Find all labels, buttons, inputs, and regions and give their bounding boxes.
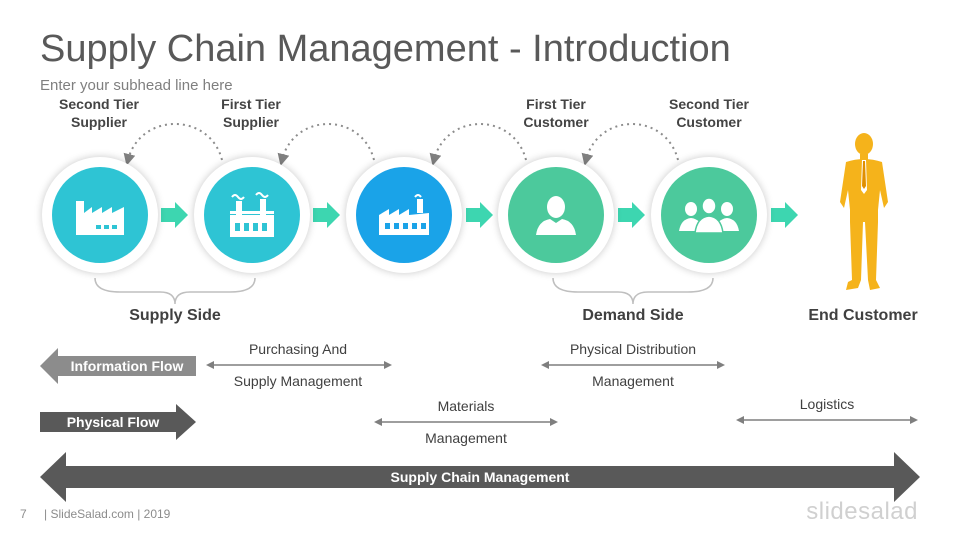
forward-arrow-2 [313,202,340,228]
materials-label-line2: Management [425,430,507,446]
demand-side-label: Demand Side [582,307,684,324]
person-icon [536,196,576,235]
node-first-tier-customer-disc [508,167,604,263]
supply-side-label: Supply Side [129,307,221,324]
physical-flow-arrow [40,404,196,440]
brand-logo: slidesalad [806,498,918,525]
distribution-label-line2: Management [592,373,674,389]
end-customer-person-icon [840,133,888,290]
end-customer-label: End Customer [808,307,918,324]
demand-side-brace [552,277,714,305]
materials-label-line1: Materials [437,398,495,414]
node-second-tier-customer[interactable] [651,157,767,273]
footer: 7 | SlideSalad.com | 2019 [20,507,170,521]
forward-arrow-5 [771,202,798,228]
forward-arrow-3 [466,202,493,228]
factory-smoke-icon [230,192,274,237]
node-second-tier-supplier[interactable] [42,157,158,273]
page-number: 7 [20,507,27,521]
logistics-label: Logistics [799,396,855,412]
distribution-label-line1: Physical Distribution [569,341,697,357]
return-arc-4 [581,123,679,166]
return-arc-2 [277,123,375,166]
manufacturer-factory-icon [379,194,429,235]
forward-arrow-4 [618,202,645,228]
purchasing-label-line2: Supply Management [233,373,363,389]
supply-side-brace [94,277,256,305]
node-second-tier-customer-disc [661,167,757,263]
node-manufacturer-disc [356,167,452,263]
page-title: Supply Chain Management - Introduction [40,28,731,70]
scm-label: Supply Chain Management [390,469,570,485]
node-second-tier-supplier-disc [52,167,148,263]
page-subhead: Enter your subhead line here [40,77,233,94]
group-icon [679,197,739,234]
node-first-tier-customer[interactable] [498,157,614,273]
information-flow-label: Information Flow [70,358,184,374]
purchasing-label-line1: Purchasing And [248,341,348,357]
return-arc-1 [123,123,223,166]
factory-icon [76,201,124,235]
scm-double-arrow [40,452,920,502]
information-flow-arrow [40,348,196,384]
node-manufacturer[interactable] [346,157,462,273]
footer-credit: | SlideSalad.com | 2019 [44,507,171,521]
return-arc-3 [429,123,527,166]
node-first-tier-supplier[interactable] [194,157,310,273]
forward-arrow-1 [161,202,188,228]
physical-flow-label: Physical Flow [66,414,160,430]
node-first-tier-supplier-disc [204,167,300,263]
